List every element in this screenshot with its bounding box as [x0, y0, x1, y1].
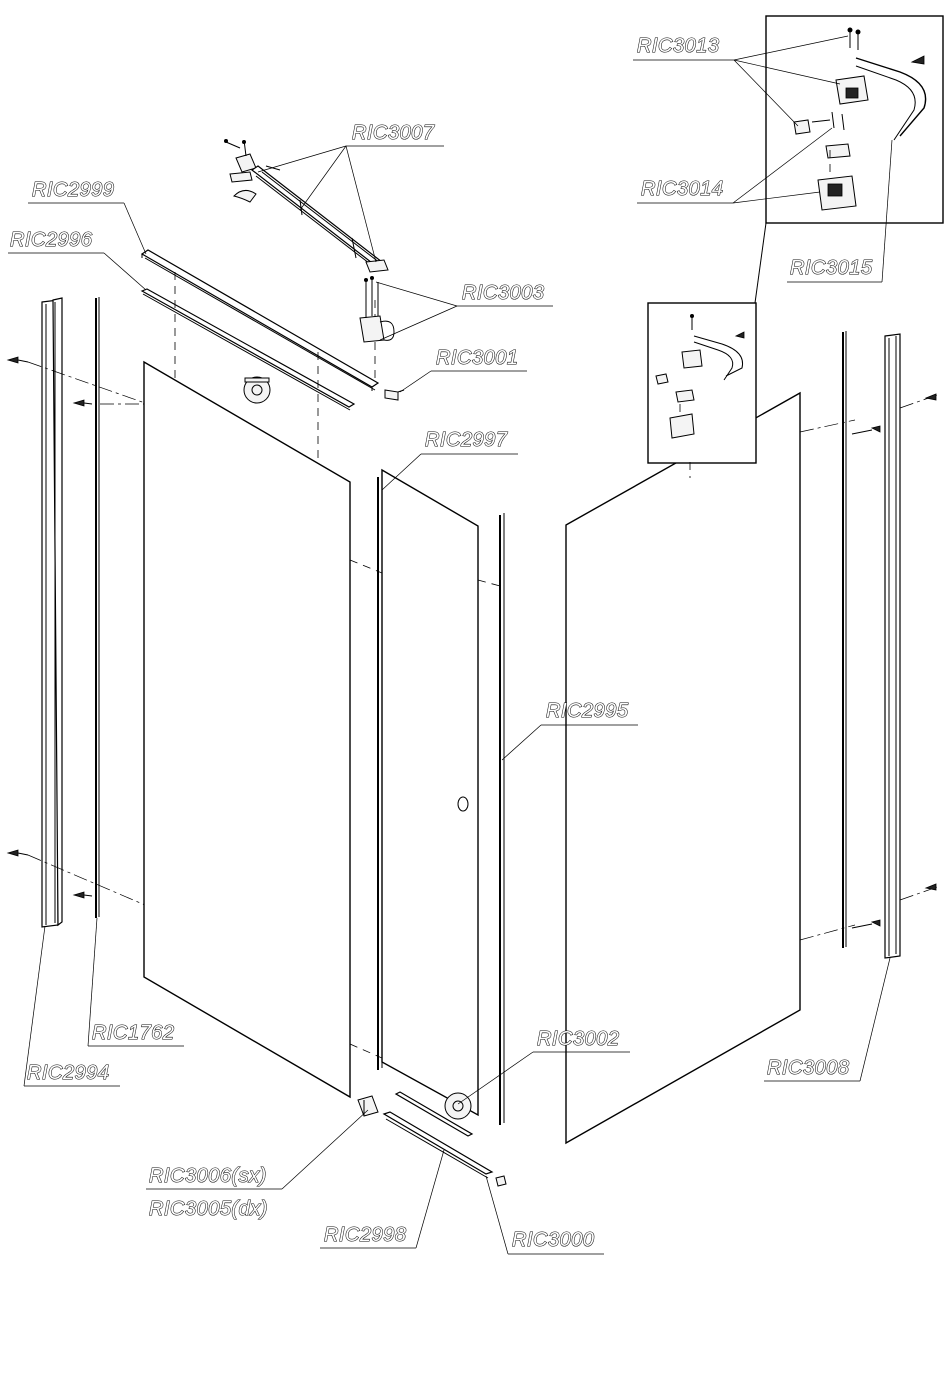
label-ric3006: RIC3006(sx)	[149, 1165, 267, 1187]
fixed-glass-panel-left	[144, 362, 350, 1097]
label-ric3005: RIC3005(dx)	[149, 1198, 268, 1220]
right-seal-strip	[843, 331, 846, 948]
label-ric2995: RIC2995	[546, 700, 629, 722]
label-ric3000: RIC3000	[512, 1229, 594, 1251]
right-wall-profile-ric3008	[885, 334, 900, 958]
label-ric2996: RIC2996	[10, 229, 93, 251]
box-connector	[755, 223, 766, 303]
label-ric3013: RIC3013	[637, 35, 719, 57]
left-wall-profile	[42, 298, 62, 927]
label-ric2997: RIC2997	[425, 429, 508, 451]
label-ric3002: RIC3002	[537, 1028, 619, 1050]
label-ric3001: RIC3001	[436, 347, 518, 369]
right-fix-dash-2	[800, 925, 855, 940]
upper-roller-ric3002	[244, 377, 270, 403]
label-ric3007: RIC3007	[352, 122, 435, 144]
left-seal-strip	[96, 297, 99, 918]
top-rail-ric2999	[142, 250, 378, 391]
label-ric2999: RIC2999	[32, 179, 114, 201]
label-ric3008: RIC3008	[767, 1057, 849, 1079]
label-ric2998: RIC2998	[324, 1224, 406, 1246]
bottom-end-cap-ric3000	[496, 1176, 506, 1186]
label-ric1762: RIC1762	[92, 1022, 174, 1044]
right-fix-dash-1	[800, 420, 855, 432]
bottom-roller	[445, 1093, 471, 1119]
label-ric3003: RIC3003	[462, 282, 544, 304]
panel-dash-2	[478, 580, 500, 586]
bottom-guide-ric3006	[358, 1096, 378, 1116]
label-ric3015: RIC3015	[790, 257, 873, 279]
label-ric3014: RIC3014	[641, 178, 723, 200]
sliding-door-panel	[382, 470, 478, 1115]
ceiling-brace-ric3007	[224, 139, 388, 272]
door-seal-ric2995	[500, 513, 504, 1125]
label-ric2994: RIC2994	[27, 1062, 109, 1084]
